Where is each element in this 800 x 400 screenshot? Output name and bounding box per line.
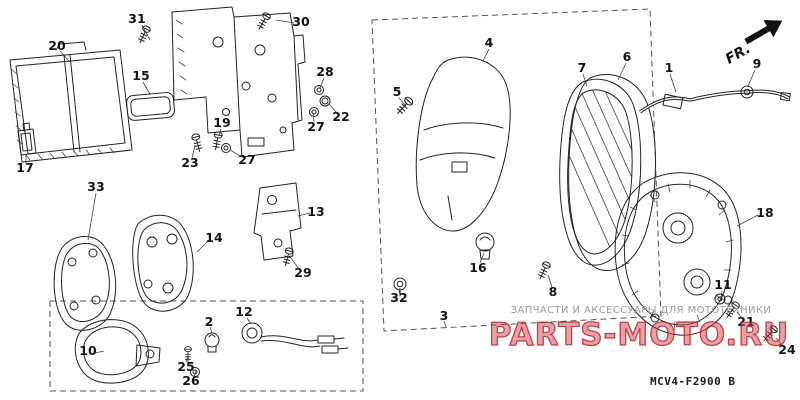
gasket-14-drawing [132,214,194,312]
bulb-2-drawing [204,332,220,353]
fastener-icons-taillight [393,260,552,297]
lens-4-drawing [415,56,511,232]
callout-12: 12 [235,303,253,319]
callout-16: 16 [469,259,487,275]
callout-8: 8 [548,283,558,299]
callout-5: 5 [392,83,402,99]
harness-1-drawing [639,85,791,114]
callout-15: 15 [132,67,150,83]
callout-18: 18 [756,204,774,220]
callout-23: 23 [181,154,199,170]
gasket-33-drawing [53,236,117,331]
callout-29: 29 [294,264,312,280]
callout-24: 24 [778,341,796,357]
watermark-logo: PARTS-MOTO.RU [488,316,790,353]
fastener-icons-top [135,11,331,154]
callout-13: 13 [307,203,325,219]
clip-17-drawing [17,122,37,156]
callout-27: 27 [307,118,325,134]
callout-20: 20 [48,37,66,53]
mounting-plate-drawing [171,6,306,158]
callout-1: 1 [664,59,674,75]
bolt-5-drawing [393,95,415,117]
callout-33: 33 [87,178,105,194]
callout-17: 17 [16,159,34,175]
taillight-assembly-box [371,8,662,332]
callout-19: 19 [213,114,231,130]
license-plate-bracket-drawing [9,41,133,163]
rear-housing-18-drawing [614,172,742,336]
callout-6: 6 [622,48,632,64]
taillight-base-drawing [559,73,656,271]
callout-28: 28 [316,63,334,79]
watermark-text: ЗАПЧАСТИ И АКСЕССУАРЫ ДЛЯ МОТОТЕХНИКИ [510,305,772,316]
pad-15-drawing [126,92,175,121]
callout-25: 25 [177,358,195,374]
callout-32: 32 [390,289,408,305]
callout-26: 26 [182,372,200,388]
part-code: MCV4-F2900 B [650,375,736,388]
callout-21: 21 [737,313,755,329]
callout-10: 10 [79,342,97,358]
leader-lines [25,19,784,378]
bulb-16-drawing [475,232,495,260]
bracket-13-drawing [253,182,302,268]
callout-30: 30 [292,13,310,29]
callout-14: 14 [205,229,223,245]
callout-4: 4 [484,34,494,50]
callout-3: 3 [439,307,449,323]
callout-2: 2 [204,313,214,329]
fastener-icons-bottom-right [714,293,780,344]
turnsignal-assembly-box [49,300,364,392]
socket-12-drawing [241,322,349,354]
fr-label: FR. [723,41,753,68]
callout-11: 11 [714,276,732,292]
callout-31: 31 [128,10,146,26]
callout-22: 22 [332,108,350,124]
callout-27: 27 [238,151,256,167]
housing-10-drawing [74,319,161,384]
callout-7: 7 [577,59,587,75]
callout-9: 9 [752,55,762,71]
